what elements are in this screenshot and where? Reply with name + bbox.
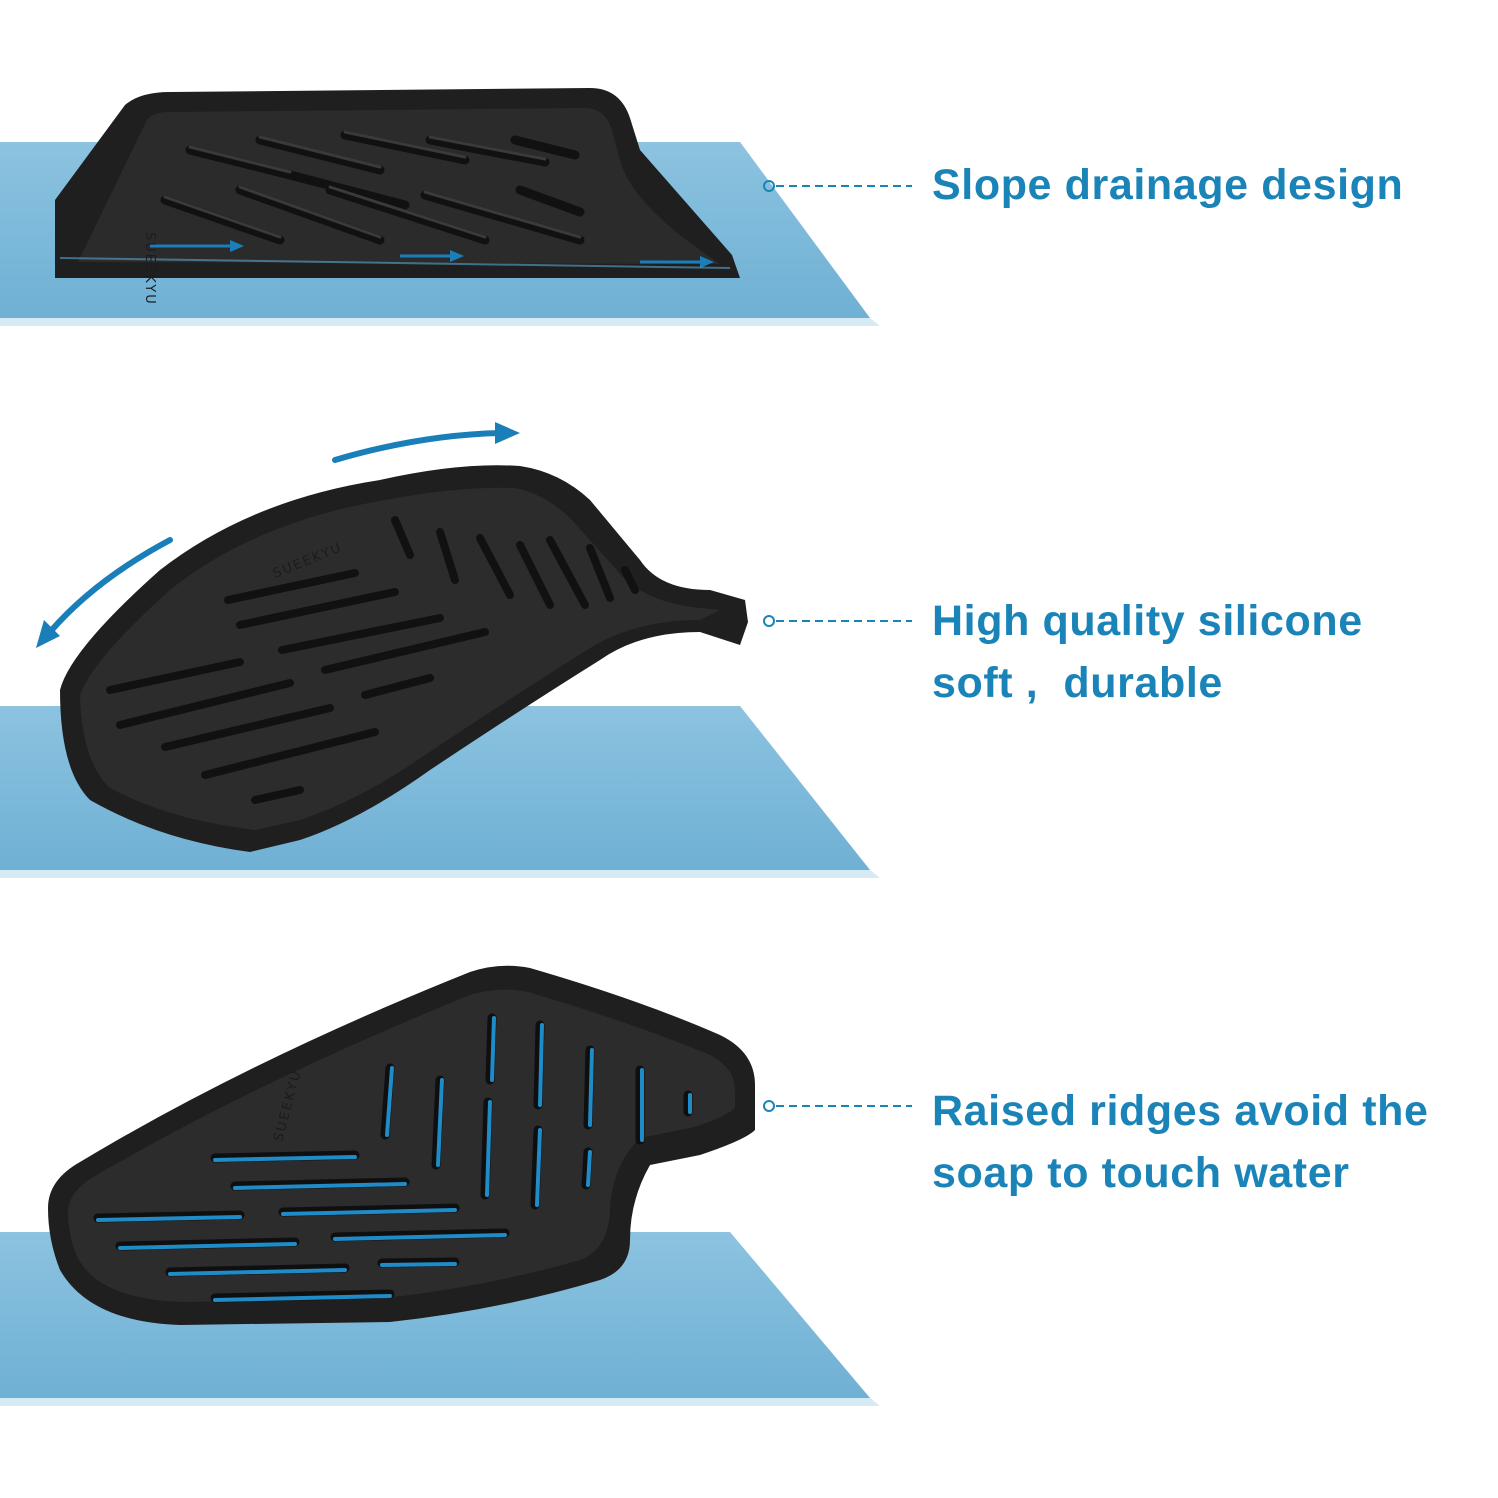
brand-mark: SUEEKYU xyxy=(142,232,157,306)
raised-ridges xyxy=(93,1013,693,1303)
feature-text-slope: Slope drainage design xyxy=(932,154,1403,216)
panel-silicone: SUEEKYU High quality silicone soft , dur… xyxy=(0,400,1498,900)
leader-line xyxy=(763,615,912,627)
panel-raised-ridges: SUEEKYU Raised ridges avoid the soap to … xyxy=(0,940,1498,1440)
feature-text-silicone: High quality silicone soft , durable xyxy=(932,590,1363,714)
feature-line: soap to touch water xyxy=(932,1149,1350,1197)
tray-slope-illustration: SUEEKYU xyxy=(0,88,880,326)
drainage-arrows xyxy=(150,240,714,268)
leader-line xyxy=(763,1100,912,1112)
feature-text-ridges: Raised ridges avoid the soap to touch wa… xyxy=(932,1080,1429,1204)
leader-line xyxy=(763,180,912,192)
tray-flex-illustration: SUEEKYU xyxy=(0,422,880,878)
panel-slope-drainage: SUEEKYU Slope drainage design xyxy=(0,0,1498,340)
bend-arrow-left xyxy=(47,537,173,635)
tray-ridges-illustration: SUEEKYU xyxy=(0,965,880,1406)
bend-arrow-top xyxy=(332,430,503,463)
feature-line: Raised ridges avoid the xyxy=(932,1087,1429,1135)
feature-line: Slope drainage design xyxy=(932,161,1404,209)
feature-line: High quality silicone xyxy=(932,597,1363,645)
feature-line: soft , durable xyxy=(932,659,1223,707)
